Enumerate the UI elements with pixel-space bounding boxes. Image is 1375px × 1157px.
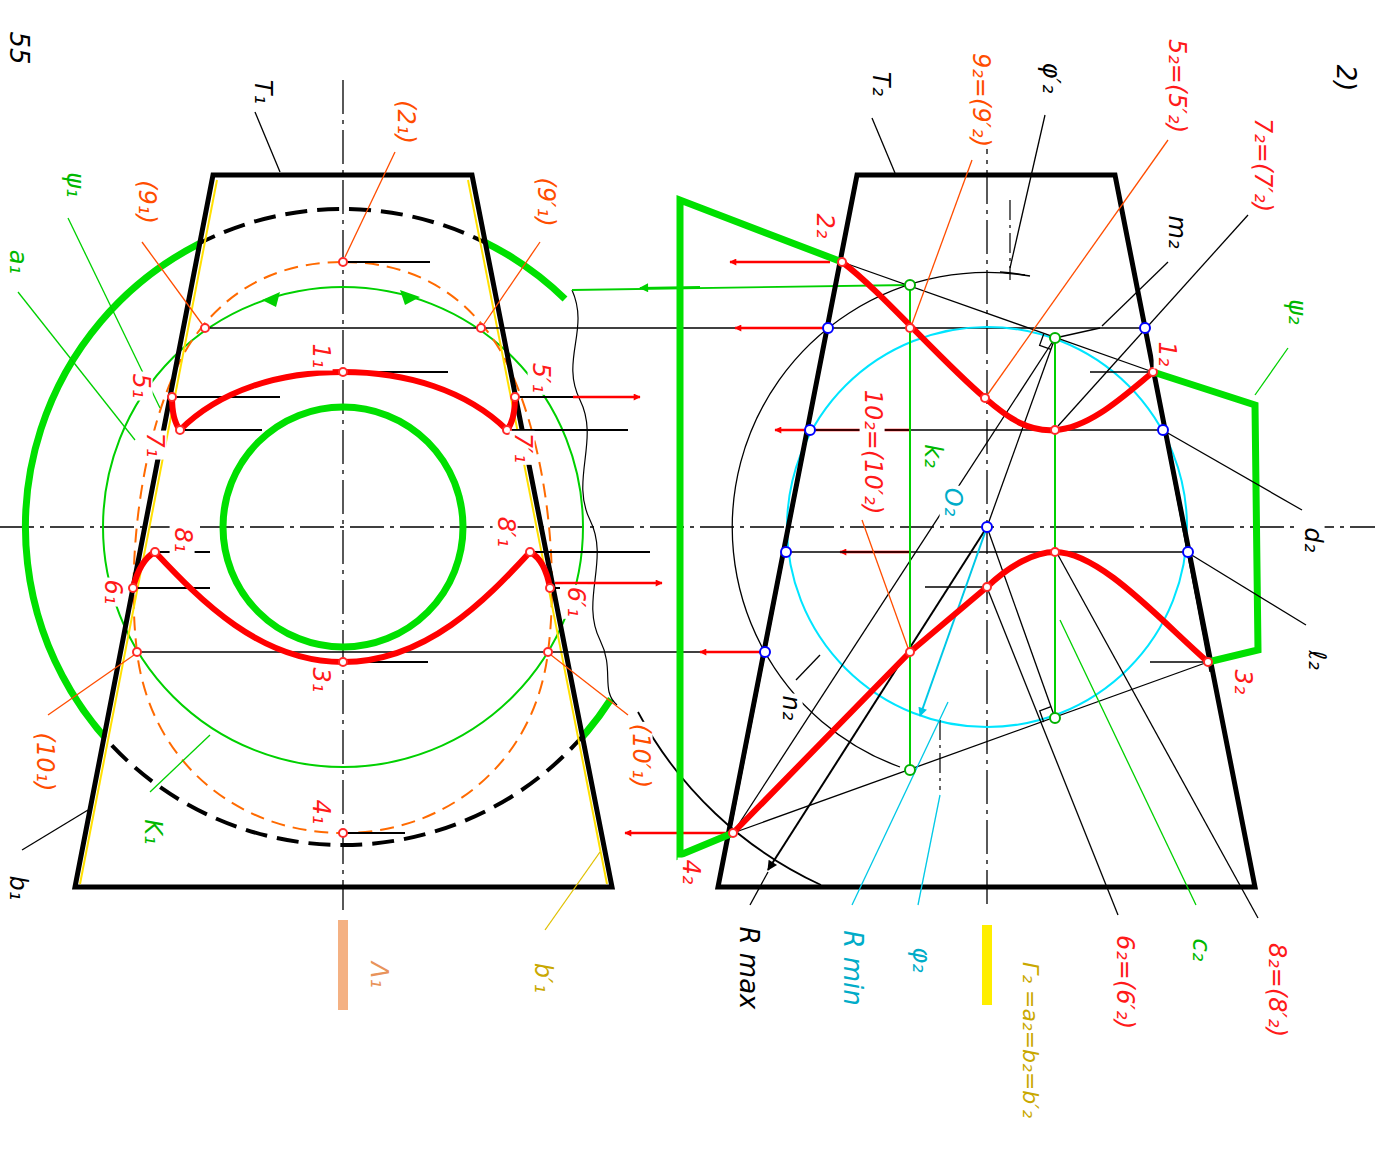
view-label: 8₂=(8′₂) xyxy=(1263,941,1288,1039)
view-label: 3₂ xyxy=(1229,668,1254,697)
view-label: d₂ xyxy=(1299,526,1324,555)
view-label: m₂ xyxy=(1163,214,1188,251)
view-label: (10₁) xyxy=(31,731,56,794)
view-label: R min xyxy=(838,928,865,1007)
view-label: T₂ xyxy=(867,70,892,98)
view-label: 7′₁ xyxy=(509,431,534,465)
view-label: O₂ xyxy=(939,486,964,519)
view-label: n₂ xyxy=(777,694,802,723)
view-label: 7₂=(7′₂) xyxy=(1249,116,1274,214)
view-label: 1₁ xyxy=(307,342,332,371)
view-label: Λ₁ xyxy=(365,960,390,990)
view-label: 8′₁ xyxy=(492,515,517,549)
view-label: (10′₁) xyxy=(627,722,652,790)
view-label: b′₁ xyxy=(529,961,554,995)
view-label: 6′₁ xyxy=(562,585,587,619)
view-label: (9₁) xyxy=(133,178,158,226)
view-label: 10₂=(10′₂) xyxy=(859,388,884,517)
view-label: b₁ xyxy=(4,874,29,903)
view-label: ψ₁ xyxy=(61,170,86,199)
view-label: 9₂=(9′₂) xyxy=(967,51,992,149)
view-label: 2₂ xyxy=(811,212,836,241)
view-label: Γ₂ =a₂=b₂=b′₂ xyxy=(1018,960,1041,1120)
view-label: ℓ₂ xyxy=(1303,648,1328,672)
view-label: 7₁ xyxy=(141,431,166,460)
view-label: 6₁ xyxy=(99,578,124,607)
view-label: φ′₂ xyxy=(1037,61,1062,96)
view-label: 2) xyxy=(1331,63,1358,94)
view-label: 3₁ xyxy=(307,666,332,695)
view-label: K₁ xyxy=(139,817,164,846)
view-label: 55 xyxy=(4,29,31,66)
view-label: k₂ xyxy=(919,442,944,470)
view-label: 5′₁ xyxy=(527,361,552,395)
view-label: φ₂ xyxy=(907,945,932,974)
view-label: 1₂ xyxy=(1153,340,1178,369)
view-label: 5₁ xyxy=(127,372,152,401)
view-label: (2₁) xyxy=(392,98,417,146)
view-label: a₁ xyxy=(4,248,29,276)
view-label: 5₂=(5′₂) xyxy=(1163,37,1188,135)
view-label: 4₂ xyxy=(677,858,702,887)
view-label: c₂ xyxy=(1187,937,1212,964)
view-label: ψ₂ xyxy=(1283,297,1308,326)
view-label: (9′₁) xyxy=(532,175,557,228)
view-label: T₁ xyxy=(249,78,274,106)
view-label: R max xyxy=(734,925,761,1012)
view-label: 4₁ xyxy=(307,798,332,827)
view-label: 8₁ xyxy=(169,526,194,555)
view-label: 6₂=(6′₂) xyxy=(1111,933,1136,1031)
